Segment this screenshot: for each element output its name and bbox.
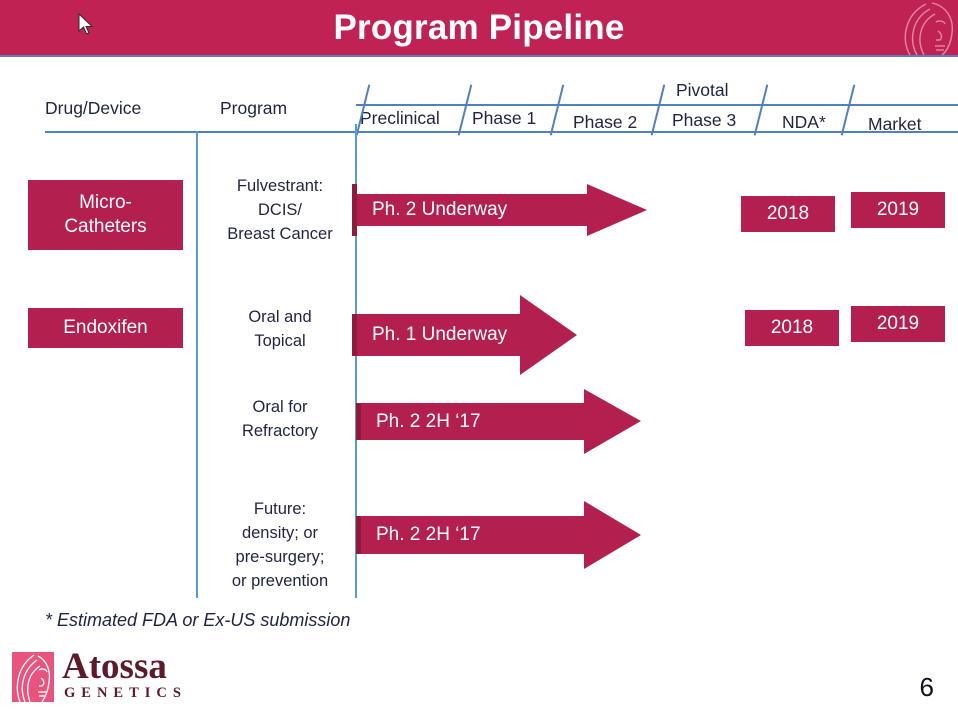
atossa-face-logo-icon xyxy=(12,652,54,702)
arrow-tail-row-4 xyxy=(356,516,361,554)
program-text-row-1: Fulvestrant: DCIS/ Breast Cancer xyxy=(206,175,354,247)
column-header-phase-1: Phase 1 xyxy=(472,108,537,128)
drug-box-endoxifen: Endoxifen xyxy=(28,308,183,348)
milestone-year: 2019 xyxy=(876,313,920,334)
footnote-text: * Estimated FDA or Ex-US submission xyxy=(45,610,351,630)
arrow-label-row-1: Ph. 2 Underway xyxy=(372,199,508,220)
column-slash-phase1-left xyxy=(457,84,473,136)
milestone-year: 2019 xyxy=(876,199,920,220)
arrow-tail-row-1 xyxy=(352,184,357,236)
column-header-phase-2: Phase 2 xyxy=(573,112,638,132)
column-header-nda: NDA* xyxy=(782,112,826,132)
drug-label-line-1: Micro- xyxy=(79,192,132,214)
column-slash-phase1-right xyxy=(549,84,565,136)
drug-box-micro-catheters: Micro- Catheters xyxy=(28,180,183,250)
program-line-1: Future: xyxy=(253,500,307,518)
page-number: 6 xyxy=(919,672,934,702)
column-header-market: Market xyxy=(868,114,922,134)
progress-arrow-row-1: Ph. 2 Underway xyxy=(352,184,647,236)
program-line-4: or prevention xyxy=(231,571,329,590)
milestone-box-row-1-nda: 2018 xyxy=(741,196,835,232)
program-line-3: pre-surgery; xyxy=(235,547,325,566)
program-line-2: Topical xyxy=(254,331,306,350)
arrow-tail-row-3 xyxy=(356,403,361,440)
arrow-label-row-4: Ph. 2 2H ‘17 xyxy=(376,524,481,545)
program-text-row-2: Oral and Topical xyxy=(206,306,354,354)
milestone-year: 2018 xyxy=(770,317,814,338)
woman-profile-icon xyxy=(904,2,953,55)
arrow-label-row-2: Ph. 1 Underway xyxy=(372,324,508,345)
program-text-row-4: Future: density; or pre-surgery; or prev… xyxy=(206,498,354,594)
milestone-year: 2018 xyxy=(766,203,810,224)
divider-program-phases xyxy=(355,124,357,598)
program-text-row-3: Oral for Refractory xyxy=(206,396,354,444)
program-line-2: Refractory xyxy=(241,421,319,440)
column-header-drug-device: Drug/Device xyxy=(45,98,142,118)
program-line-2: density; or xyxy=(241,523,319,542)
column-header-phase3-super: Pivotal xyxy=(676,80,729,100)
drug-label-line-1: Endoxifen xyxy=(63,317,148,339)
program-line-2: DCIS/ xyxy=(257,200,302,219)
column-header-program: Program xyxy=(220,98,288,118)
arrow-label-row-3: Ph. 2 2H ‘17 xyxy=(376,410,481,432)
column-header-preclinical: Preclinical xyxy=(360,108,440,128)
program-line-1: Oral and xyxy=(248,308,312,326)
program-line-1: Oral for xyxy=(252,398,308,416)
arrow-tail-row-2 xyxy=(352,314,357,356)
divider-drug-program xyxy=(196,131,198,598)
milestone-box-row-1-market: 2019 xyxy=(851,192,945,228)
header-bottom-rule xyxy=(45,131,958,133)
brand-subtitle: GENETICS xyxy=(64,685,187,701)
column-header-phase-3: Phase 3 xyxy=(672,110,737,130)
column-slash-phase3-right xyxy=(753,84,769,136)
progress-arrow-row-4: Ph. 2 2H ‘17 xyxy=(356,501,641,569)
milestone-box-row-2-market: 2019 xyxy=(851,306,945,342)
drug-label-line-2: Catheters xyxy=(64,216,147,237)
progress-arrow-row-3: Ph. 2 2H ‘17 xyxy=(356,389,641,454)
milestone-box-row-2-nda: 2018 xyxy=(745,310,839,346)
page-title: Program Pipeline xyxy=(333,8,625,47)
title-bar: Program Pipeline xyxy=(0,0,958,55)
program-line-3: Breast Cancer xyxy=(227,224,333,243)
title-underline xyxy=(0,55,958,57)
brand-name: Atossa xyxy=(62,646,167,687)
column-slash-phase2-right xyxy=(650,84,666,136)
progress-arrow-row-2: Ph. 1 Underway xyxy=(352,295,577,375)
program-line-1: Fulvestrant: xyxy=(236,177,324,195)
column-slash-nda-right xyxy=(840,84,856,136)
